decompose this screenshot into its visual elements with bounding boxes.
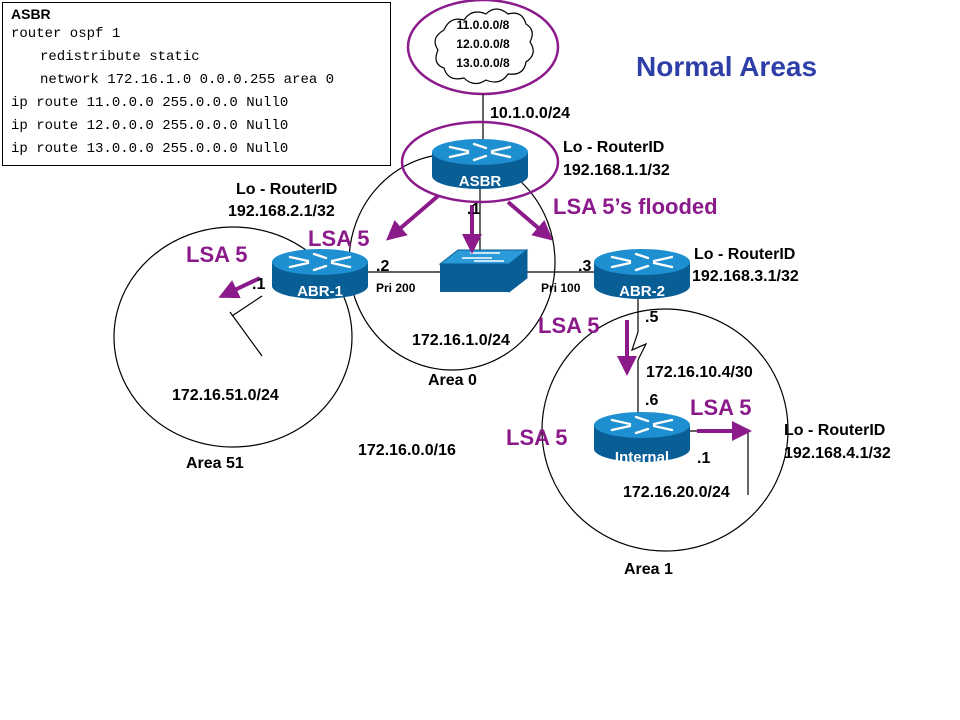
lsa-label: LSA 5	[308, 226, 370, 251]
config-line: redistribute static	[40, 49, 200, 65]
summary-network-label: 172.16.0.0/16	[358, 442, 456, 459]
network-label: 10.1.0.0/24	[490, 105, 570, 122]
cloud-network: 11.0.0.0/8	[457, 18, 510, 32]
interface-label: .5	[645, 309, 658, 326]
network-label: 172.16.51.0/24	[172, 387, 279, 404]
lsa-label: LSA 5	[186, 242, 248, 267]
area-label: Area 0	[428, 372, 477, 389]
lsa-label: LSA 5	[506, 425, 568, 450]
config-line: network 172.16.1.0 0.0.0.255 area 0	[40, 72, 335, 88]
lo-label: Lo - RouterID	[784, 422, 885, 439]
external-cloud-icon: 11.0.0.0/8 12.0.0.0/8 13.0.0.0/8	[406, 0, 560, 96]
priority-label: Pri 100	[541, 281, 581, 295]
lo-label: Lo - RouterID	[236, 181, 337, 198]
config-line: router ospf 1	[11, 26, 121, 42]
area-label: Area 51	[186, 455, 244, 472]
interface-label: .2	[376, 258, 389, 275]
asbr-config-box: ASBR router ospf 1 redistribute static n…	[2, 2, 391, 166]
cloud-network: 13.0.0.0/8	[456, 56, 510, 70]
interface-label: .6	[645, 392, 658, 409]
router-id: 192.168.4.1/32	[784, 445, 891, 462]
diagram-title: Normal Areas	[636, 51, 817, 82]
priority-label: Pri 200	[376, 281, 416, 295]
config-line: ip route 12.0.0.0 255.0.0.0 Null0	[11, 118, 289, 134]
config-line: ip route 11.0.0.0 255.0.0.0 Null0	[11, 95, 289, 111]
asbr-router: ASBR	[400, 120, 560, 204]
interface-label: .1	[252, 276, 265, 293]
lo-label: Lo - RouterID	[694, 246, 795, 263]
config-line: ip route 13.0.0.0 255.0.0.0 Null0	[11, 141, 289, 157]
interface-label: .1	[467, 201, 480, 218]
network-label: 172.16.1.0/24	[412, 332, 510, 349]
asbr-highlight	[400, 120, 560, 204]
network-label: 172.16.10.4/30	[646, 364, 753, 381]
abr1-router: ABR-1	[270, 247, 370, 301]
router-id: 192.168.3.1/32	[692, 268, 799, 285]
interface-label: .1	[697, 450, 710, 467]
router-label: ASBR	[459, 173, 502, 190]
cloud-network: 12.0.0.0/8	[456, 37, 510, 51]
switch-icon	[438, 248, 529, 294]
internal-router: Internal	[592, 410, 692, 466]
lsa-label: LSA 5’s flooded	[553, 194, 718, 219]
abr2-router: ABR-2	[592, 247, 692, 301]
area1-circle	[541, 308, 789, 552]
lo-label: Lo - RouterID	[563, 139, 664, 156]
router-label: ABR-1	[297, 283, 343, 300]
interface-label: .3	[578, 258, 591, 275]
lsa-label: LSA 5	[538, 313, 600, 338]
config-title: ASBR	[11, 6, 51, 22]
area51-circle	[113, 226, 353, 448]
area-label: Area 1	[624, 561, 673, 578]
router-id: 192.168.2.1/32	[228, 203, 335, 220]
network-label: 172.16.20.0/24	[623, 484, 730, 501]
router-label: Internal	[615, 449, 669, 466]
router-id: 192.168.1.1/32	[563, 162, 670, 179]
router-label: ABR-2	[619, 283, 665, 300]
lsa-arrows	[218, 194, 752, 441]
lsa-label: LSA 5	[690, 395, 752, 420]
